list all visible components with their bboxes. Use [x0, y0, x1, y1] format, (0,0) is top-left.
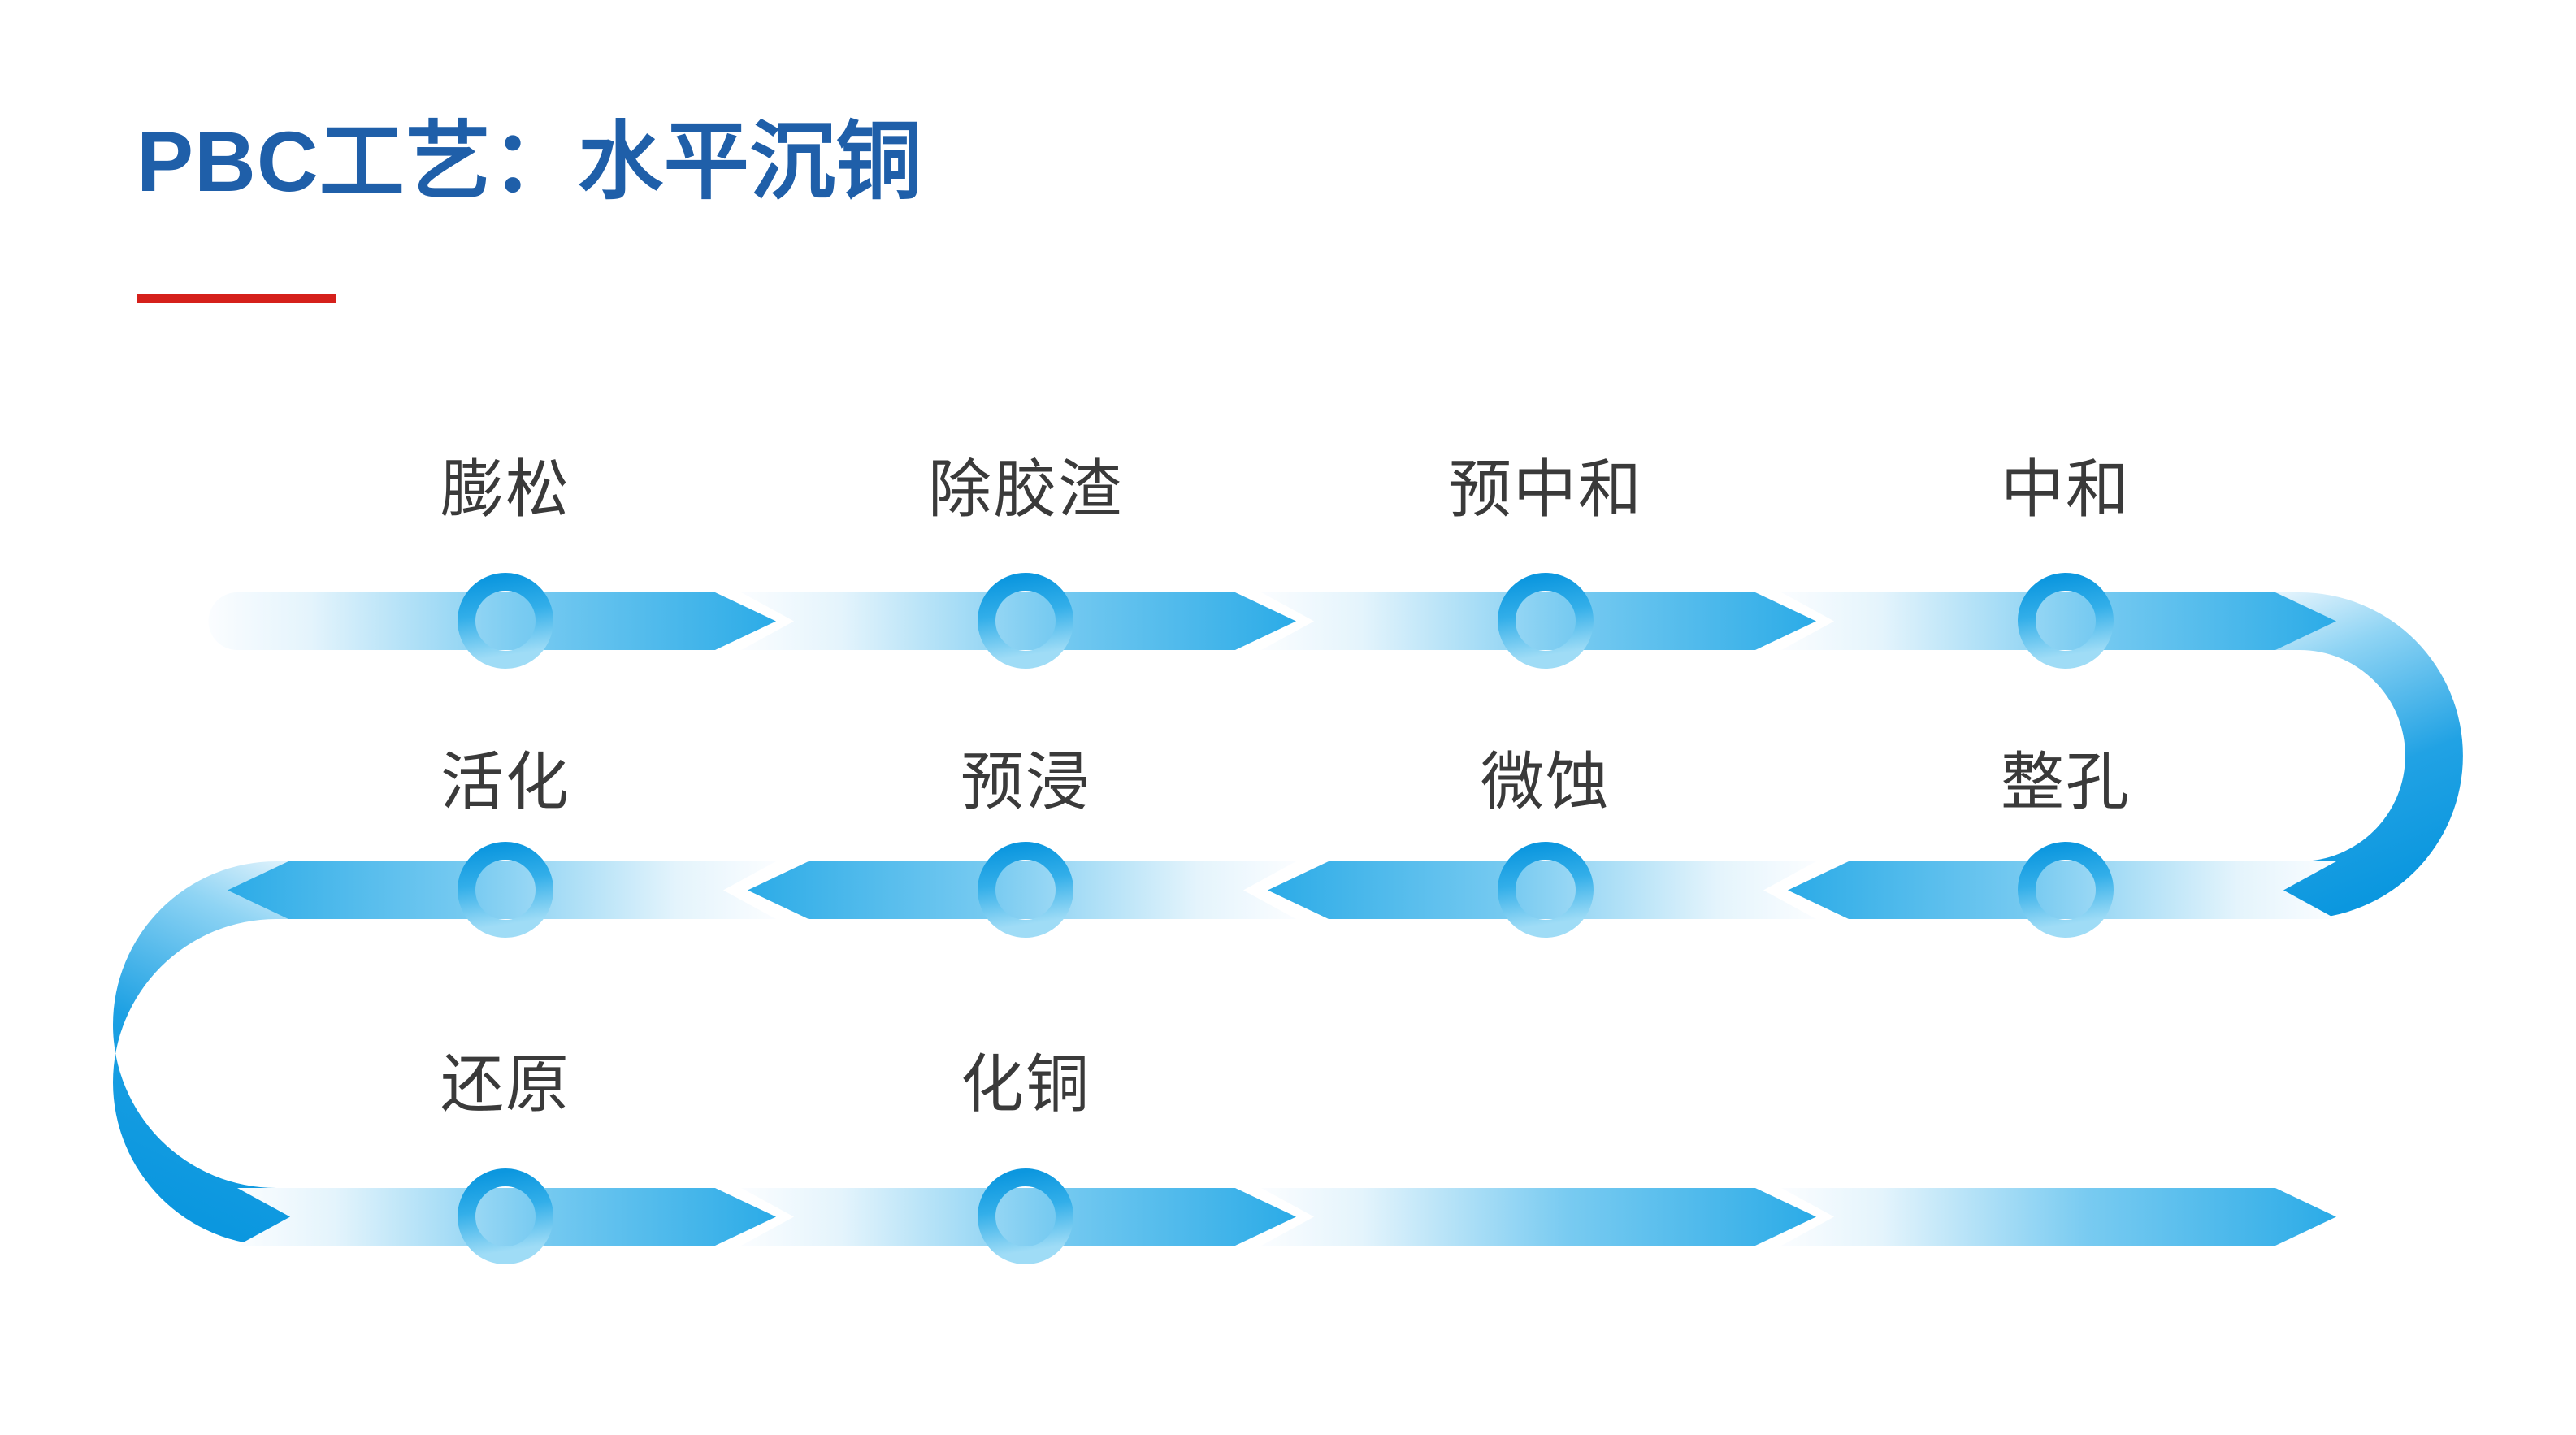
flow-row-3: [237, 1188, 2336, 1246]
flow-row-2: [228, 861, 2336, 919]
flow-uturn-right: [2267, 592, 2463, 919]
flow-node-r2-s3: [978, 842, 1073, 938]
step-label-huohua: 活化: [440, 746, 571, 817]
flow-node-r2-s4: [458, 842, 553, 938]
flow-arrow-r1-s1: [208, 592, 776, 650]
flow-arrow-r2-s3: [748, 861, 1296, 919]
flow-node-r3-s1: [458, 1168, 553, 1264]
step-label-pengsong: 膨松: [440, 453, 571, 525]
flow-row-1: [208, 592, 2336, 650]
flow-node-r1-s4: [2018, 573, 2114, 669]
flow-node-rings: [458, 573, 2114, 1264]
flow-arrow-r3-s2: [741, 1188, 1296, 1246]
flow-node-r1-s2: [978, 573, 1073, 669]
step-label-chujiaozha: 除胶渣: [927, 453, 1124, 525]
step-label-weishi: 微蚀: [1480, 746, 1611, 817]
step-label-huanyuan: 还原: [440, 1048, 571, 1120]
flow-node-r1-s1: [458, 573, 553, 669]
flow-arrow-r2-s1: [1788, 861, 2336, 919]
page-title: PBC工艺：水平沉铜: [137, 115, 922, 210]
title-block: PBC工艺：水平沉铜: [137, 114, 922, 212]
flow-arrow-r2-s4: [228, 861, 776, 919]
flow-arrow-r1-s4: [1781, 592, 2336, 650]
step-label-zhengkong: 整孔: [2000, 746, 2131, 817]
flow-node-r3-s2: [978, 1168, 1073, 1264]
flow-arrow-r1-s3: [1261, 592, 1816, 650]
flow-node-r1-s3: [1498, 573, 1594, 669]
step-label-yujin: 预浸: [960, 746, 1091, 817]
flow-arrow-r3-s3: [1261, 1188, 1816, 1246]
flow-arrow-r3-s1: [237, 1188, 776, 1246]
step-label-huatong: 化铜: [960, 1048, 1091, 1120]
flow-node-r2-s1: [2018, 842, 2114, 938]
flow-node-r2-s2: [1498, 842, 1594, 938]
flow-arrow-r3-s4: [1781, 1188, 2336, 1246]
step-label-yuzhonghe: 预中和: [1447, 453, 1644, 525]
flow-arrow-r2-s2: [1268, 861, 1816, 919]
flow-arrow-r1-s2: [741, 592, 1296, 650]
step-label-zhonghe: 中和: [2000, 453, 2131, 525]
title-underline-rule: [137, 294, 336, 303]
flow-uturn-left: [113, 861, 309, 1246]
